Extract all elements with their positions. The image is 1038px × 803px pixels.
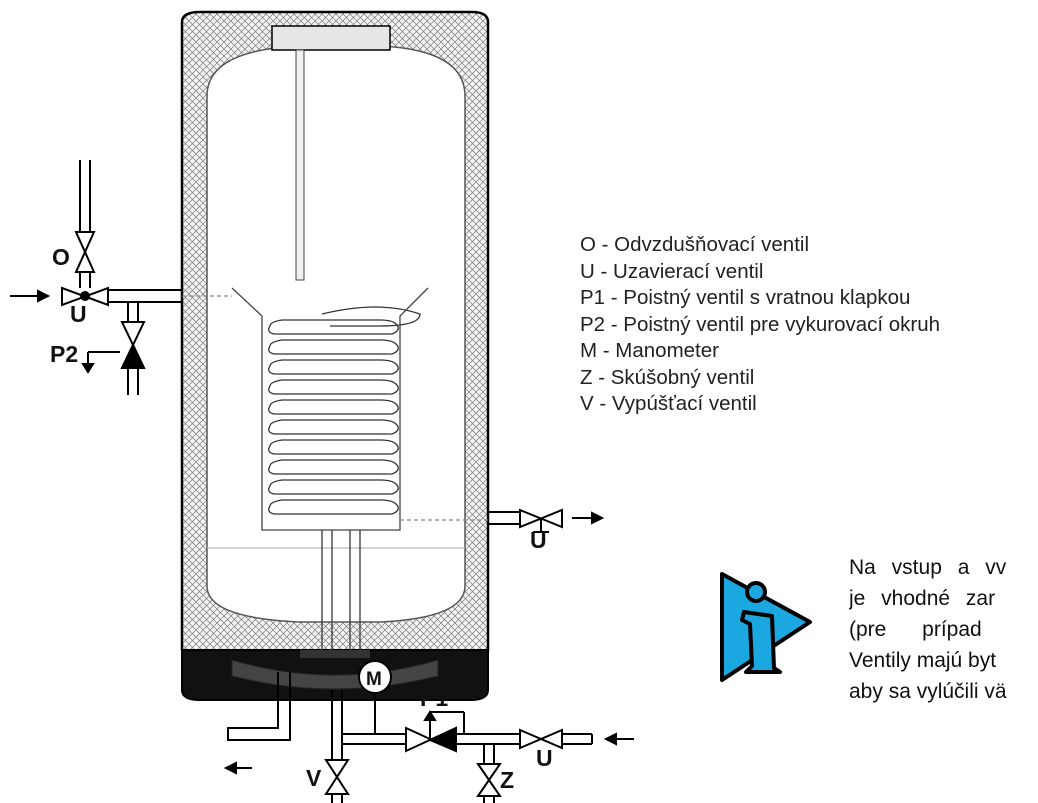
info-icon bbox=[720, 572, 812, 682]
info-note-line: je vhodné zar bbox=[849, 587, 996, 610]
info-note-line: Ventily majú byt bbox=[849, 649, 997, 672]
legend-item-Z: Z - Skúšobný ventil bbox=[580, 365, 755, 389]
anode-rod bbox=[295, 49, 305, 281]
info-note-line: (pre prípad bbox=[849, 618, 982, 641]
legend-item-U: U - Uzavierací ventil bbox=[580, 259, 764, 283]
coil-loop bbox=[268, 459, 399, 475]
tank bbox=[180, 10, 490, 701]
label-V: V bbox=[306, 765, 322, 791]
manometer-symbol bbox=[358, 660, 392, 694]
tank-top-flange bbox=[271, 25, 391, 51]
supply-arrow bbox=[603, 732, 617, 746]
valve-O-symbol bbox=[74, 231, 96, 273]
label-O: O bbox=[52, 244, 70, 270]
coil-loop bbox=[268, 319, 399, 335]
label-M: M bbox=[366, 669, 382, 690]
outlet-arrow bbox=[591, 511, 605, 525]
label-U-left: U bbox=[70, 301, 87, 327]
valve-Z-symbol bbox=[476, 763, 502, 797]
legend-item-V: V - Vypúšťací ventil bbox=[580, 392, 757, 415]
coil-loop bbox=[268, 379, 399, 395]
left-connection bbox=[10, 160, 182, 395]
info-note-line: aby sa vylúčili vä bbox=[849, 680, 1007, 703]
legend-item-O: O - Odvzdušňovací ventil bbox=[580, 233, 810, 256]
legend-item-P2: P2 - Poistný ventil pre vykurovací okruh bbox=[580, 312, 941, 336]
return-arrow bbox=[223, 761, 237, 775]
info-note: Na vstup a vv je vhodné zar (pre prípad … bbox=[849, 552, 1038, 803]
info-note-line: Na vstup a vv bbox=[849, 556, 1007, 579]
valve-V-symbol bbox=[324, 759, 350, 795]
inlet-arrow bbox=[37, 289, 51, 303]
heat-exchanger-coil bbox=[182, 287, 488, 650]
coil-loop bbox=[268, 419, 399, 435]
label-P2: P2 bbox=[50, 341, 78, 367]
label-P1: P1 bbox=[420, 685, 448, 711]
label-U-right: U bbox=[530, 527, 547, 553]
label-U-bottom: U bbox=[536, 745, 553, 771]
coil-loop bbox=[268, 479, 399, 495]
coil-loop bbox=[268, 399, 399, 415]
coil-loop bbox=[268, 439, 399, 455]
valve-U-bottom-symbol bbox=[519, 728, 563, 750]
right-connection bbox=[488, 508, 605, 533]
coil-loop bbox=[268, 359, 399, 375]
legend-item-M: M - Manometer bbox=[580, 339, 719, 362]
coil-top bbox=[321, 306, 421, 327]
legend-item-P1: P1 - Poistný ventil s vratnou klapkou bbox=[580, 286, 911, 309]
legend: O - Odvzdušňovací ventil U - Uzavierací … bbox=[580, 232, 940, 418]
coil-loop bbox=[268, 339, 399, 355]
bottom-connection bbox=[223, 660, 634, 803]
label-Z: Z bbox=[500, 767, 514, 793]
coil-loop bbox=[268, 499, 399, 515]
